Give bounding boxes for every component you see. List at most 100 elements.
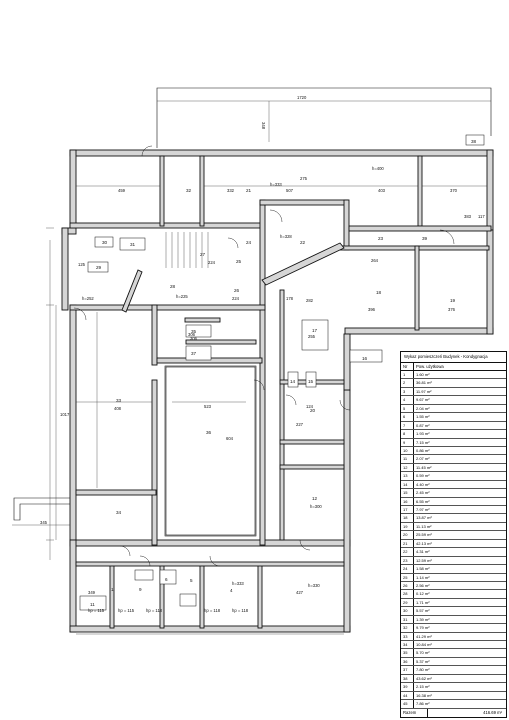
room-39-label: 39	[422, 236, 428, 241]
row-area: 2.07 m²	[416, 456, 430, 462]
row-area: 5.37 m²	[416, 658, 430, 664]
room-38-label: 38	[471, 139, 477, 144]
hp-115-a: hp = 115	[88, 608, 105, 613]
row-no: 12	[401, 463, 414, 472]
row-no: 1	[401, 371, 414, 379]
row-area: 1.14 m²	[416, 574, 430, 580]
room-27-label: 27	[200, 252, 206, 257]
row-no: 24	[401, 565, 414, 573]
dim-332: 332	[227, 188, 235, 193]
col-area-header: Pow. użytkowa	[416, 364, 444, 369]
row-area: 1.60 m²	[416, 372, 430, 377]
row-area: 0.86 m²	[416, 447, 430, 453]
row-no: 23	[401, 556, 414, 565]
dim-370: 370	[450, 188, 458, 193]
row-area: 2.56 m²	[416, 582, 430, 588]
row-area: 11.45 m²	[416, 464, 432, 470]
dim-306: 306	[190, 336, 198, 341]
row-area: 4.31 m²	[416, 549, 430, 555]
row-no: 36	[401, 657, 414, 666]
outer-walls	[13, 149, 494, 633]
row-area: 9.79 m²	[416, 625, 430, 631]
row-area: 12.59 m²	[416, 557, 432, 563]
row-no: 16	[401, 497, 414, 505]
room-12-height: h=300	[310, 504, 322, 509]
dim-403: 403	[378, 188, 386, 193]
row-area: 6.55 m²	[416, 498, 430, 504]
terrace-outline	[156, 87, 492, 148]
room-22-label: 22	[300, 240, 306, 245]
area-table-sum: Razem 416.69 m²	[401, 708, 506, 717]
row-no: 3	[401, 387, 414, 396]
dim-507: 507	[286, 188, 294, 193]
area-table: Wykaz pomieszczeń Budynek - Kondygnacja …	[400, 351, 507, 718]
row-no: 45	[401, 700, 414, 708]
row-no: 22	[401, 548, 414, 556]
row-no: 26	[401, 581, 414, 590]
room-35-label: 35	[191, 329, 197, 334]
room-24-label: 24	[246, 240, 252, 245]
room-29-label: 29	[96, 265, 102, 270]
room-21-label: 21	[246, 188, 252, 193]
row-no: 19	[401, 522, 414, 531]
dim-376: 376	[448, 307, 456, 312]
row-no: 13	[401, 472, 414, 480]
dim-124: 124	[306, 404, 314, 409]
overall-dimension-label: 1720	[297, 95, 307, 100]
room-19-label: 19	[450, 298, 456, 303]
row-area: 0.59 m²	[416, 473, 430, 479]
row-no: 32	[401, 624, 414, 632]
row-no: 14	[401, 480, 414, 489]
area-table-header: Nr Pow. użytkowa	[401, 363, 506, 371]
row-area: 7.97 m²	[416, 507, 430, 512]
room-21-height: h=333	[270, 182, 282, 187]
row-no: 4	[401, 396, 414, 404]
row-no: 33	[401, 632, 414, 640]
row-area: 1.55 m²	[416, 414, 430, 420]
row-no: 20	[401, 531, 414, 539]
row-area: 10.84 m²	[416, 642, 432, 647]
room-20-label: 20	[310, 408, 316, 413]
dim-349: 349	[88, 590, 96, 595]
hp-118-a: hp = 118	[146, 608, 163, 613]
dim-178: 178	[286, 296, 294, 301]
row-area: 7.86 m²	[416, 701, 430, 707]
hp-115-b: hp = 115	[118, 608, 135, 613]
room-9-label: 9	[139, 587, 142, 592]
room-26-label: 26	[234, 288, 240, 293]
row-no: 34	[401, 641, 414, 649]
row-no: 15	[401, 489, 414, 497]
row-area: 1.93 m²	[416, 431, 430, 437]
row-area: 7.15 m²	[416, 439, 430, 445]
row-no: 10	[401, 446, 414, 455]
row-no: 18	[401, 514, 414, 522]
room-6-label: 6	[165, 577, 168, 582]
row-area: 5.70 m²	[416, 650, 430, 656]
small-boxes	[79, 134, 485, 611]
row-area: 36.81 m²	[416, 380, 432, 386]
dim-224-b: 224	[232, 296, 240, 301]
row-area: 2.45 m²	[416, 490, 430, 496]
row-area: 43.62 m²	[416, 675, 432, 681]
dim-459: 459	[118, 188, 126, 193]
dim-306-b: 306	[188, 332, 196, 337]
